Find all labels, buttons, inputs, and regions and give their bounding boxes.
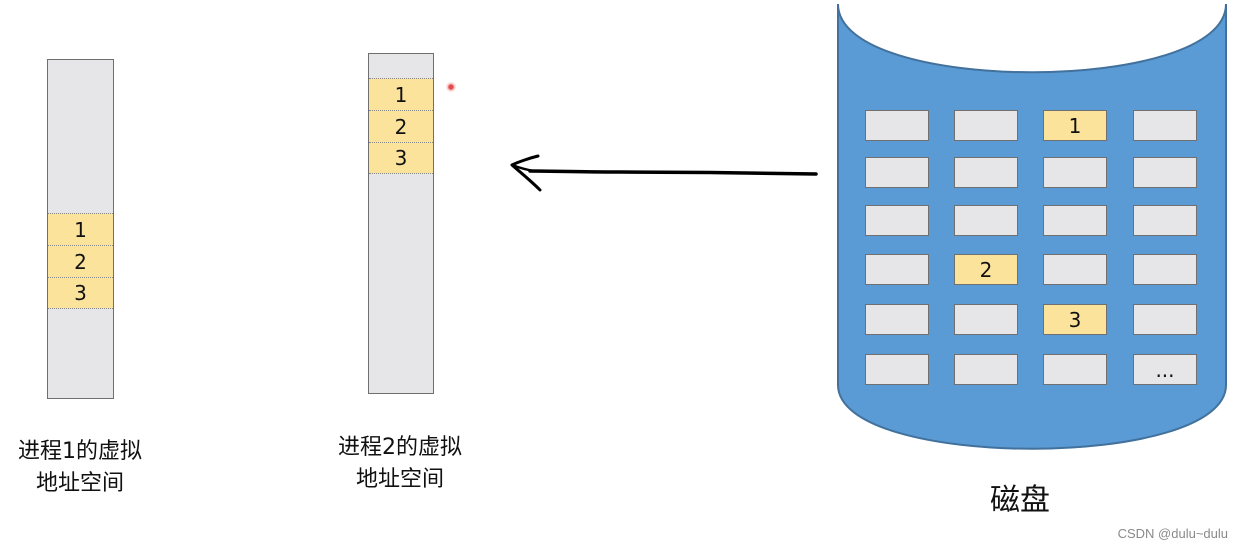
disk-block <box>1043 254 1107 285</box>
disk-block <box>1043 354 1107 385</box>
disk-block <box>865 205 929 236</box>
disk-block <box>954 354 1018 385</box>
disk-label: 磁盘 <box>990 483 1050 518</box>
disk-block <box>1133 110 1197 141</box>
disk-block <box>1133 254 1197 285</box>
disk-block <box>1133 157 1197 188</box>
process2-page-3: 3 <box>369 142 433 174</box>
disk-block: 2 <box>954 254 1018 285</box>
process2-page-2: 2 <box>369 110 433 142</box>
disk-cylinder <box>837 3 1227 450</box>
disk-block <box>954 304 1018 335</box>
process2-label: 进程2的虚拟 地址空间 <box>320 432 480 496</box>
process1-label-line2: 地址空间 <box>35 471 124 496</box>
disk-block: 1 <box>1043 110 1107 141</box>
disk-block <box>865 157 929 188</box>
disk-block <box>1043 205 1107 236</box>
disk-block <box>865 254 929 285</box>
process1-page-2: 2 <box>48 245 113 277</box>
process1-label: 进程1的虚拟 地址空间 <box>0 436 160 500</box>
disk-block <box>865 354 929 385</box>
process1-page-3: 3 <box>48 277 113 309</box>
process2-page-1: 1 <box>369 78 433 110</box>
disk-block: 3 <box>1043 304 1107 335</box>
disk-block <box>1133 304 1197 335</box>
process1-page-1: 1 <box>48 213 113 245</box>
cursor-dot <box>446 82 456 92</box>
disk-block <box>1043 157 1107 188</box>
disk-block <box>954 110 1018 141</box>
disk-body <box>837 3 1227 450</box>
disk-block <box>954 157 1018 188</box>
watermark: CSDN @dulu~dulu <box>1117 526 1228 541</box>
process1-label-line1: 进程1的虚拟 <box>18 439 142 464</box>
disk-block: ... <box>1133 354 1197 385</box>
disk-block <box>865 304 929 335</box>
process2-address-space: 1 2 3 <box>368 53 434 394</box>
disk-block <box>865 110 929 141</box>
process2-label-line1: 进程2的虚拟 <box>338 435 462 460</box>
disk-block <box>954 205 1018 236</box>
process2-label-line2: 地址空间 <box>355 467 444 492</box>
load-arrow <box>510 154 818 192</box>
disk-block <box>1133 205 1197 236</box>
process1-address-space: 1 2 3 <box>47 59 114 399</box>
